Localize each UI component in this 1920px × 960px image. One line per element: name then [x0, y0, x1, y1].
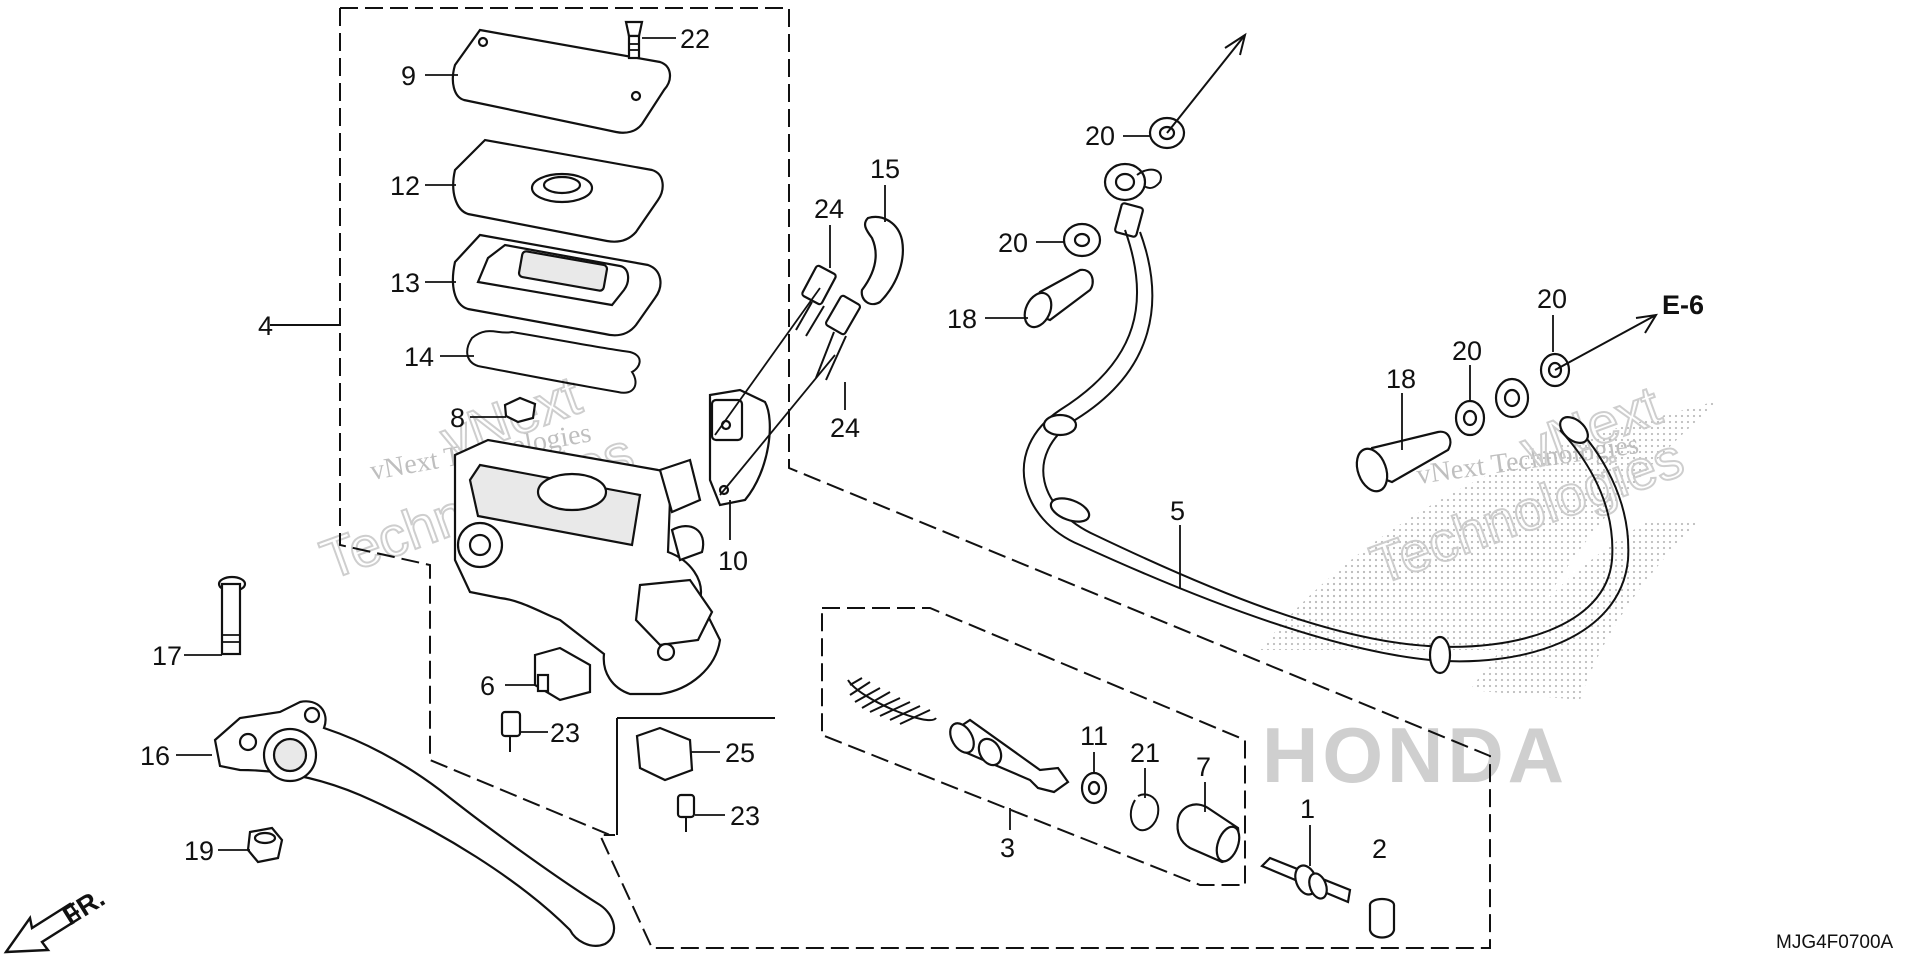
callout-16: 16 [140, 741, 170, 771]
callout-18-lower: 18 [1386, 364, 1416, 394]
callout-10: 10 [718, 546, 748, 576]
assembly-boundaries [270, 7, 1491, 949]
pivot-bolt-part [217, 575, 247, 656]
rubber-cap-part [1368, 897, 1396, 939]
callout-18-upper: 18 [947, 304, 977, 334]
honda-wordmark-watermark: HONDA [1262, 711, 1568, 799]
callout-20-right: 20 [1537, 284, 1567, 314]
callout-20-lower: 20 [1452, 336, 1482, 366]
callout-19: 19 [184, 836, 214, 866]
washer-part [1080, 771, 1108, 805]
callout-3: 3 [1000, 833, 1015, 863]
alternate-switch-part [635, 726, 696, 832]
callout-13: 13 [390, 268, 420, 298]
callout-11: 11 [1080, 721, 1108, 751]
callout-9: 9 [401, 61, 416, 91]
callout-8: 8 [450, 403, 465, 433]
diagram-code: MJG4F0700A [1776, 932, 1894, 953]
upper-banjo-fitting-part [1062, 116, 1186, 258]
holder-part [708, 388, 771, 507]
callout-12: 12 [390, 171, 420, 201]
callout-20-upper: 20 [998, 228, 1028, 258]
callout-21: 21 [1130, 738, 1160, 768]
reflector-part [860, 215, 904, 306]
reference-e6-label: E-6 [1662, 290, 1704, 320]
pivot-nut-part [246, 826, 284, 864]
callout-22: 22 [680, 24, 710, 54]
clutch-hose-part [1022, 229, 1630, 675]
piston-spring-part [847, 677, 937, 725]
cover-screw-part [624, 20, 644, 60]
callout-7: 7 [1196, 752, 1211, 782]
callout-14: 14 [404, 342, 434, 372]
piston-part [949, 718, 1070, 794]
holder-bolt-lower-part [815, 294, 862, 381]
dust-boot-part [1176, 803, 1241, 864]
clutch-switch-part [500, 646, 592, 752]
reservoir-cap-part [451, 28, 671, 134]
diaphragm-plate-part [452, 138, 664, 243]
push-rod-part [1260, 856, 1352, 904]
callout-5: 5 [1170, 496, 1185, 526]
callout-labels: 9 22 12 13 14 4 8 10 15 24 24 20 20 18 2… [140, 24, 1567, 866]
circlip-part [1129, 793, 1160, 832]
gasket-part [466, 330, 641, 394]
callout-23-upper: 23 [550, 718, 580, 748]
clutch-lever-part [213, 700, 616, 947]
upper-banjo-bolt-part [1023, 268, 1094, 329]
callout-17: 17 [152, 641, 182, 671]
callout-1: 1 [1300, 794, 1315, 824]
master-cylinder-body-part [453, 438, 722, 696]
callout-15: 15 [870, 154, 900, 184]
diaphragm-part [451, 233, 662, 337]
callout-24-lower: 24 [830, 413, 860, 443]
callout-6: 6 [480, 671, 495, 701]
callout-20-top: 20 [1085, 121, 1115, 151]
callout-23-lower: 23 [730, 801, 760, 831]
front-direction-arrow-icon: FR. [3, 883, 110, 954]
callout-25: 25 [725, 738, 755, 768]
callout-4: 4 [258, 311, 273, 341]
callout-leaders [176, 37, 1554, 866]
callout-24-upper: 24 [814, 194, 844, 224]
clip-part [503, 396, 537, 424]
lower-banjo-bolt-part [1355, 430, 1452, 493]
callout-2: 2 [1372, 834, 1387, 864]
